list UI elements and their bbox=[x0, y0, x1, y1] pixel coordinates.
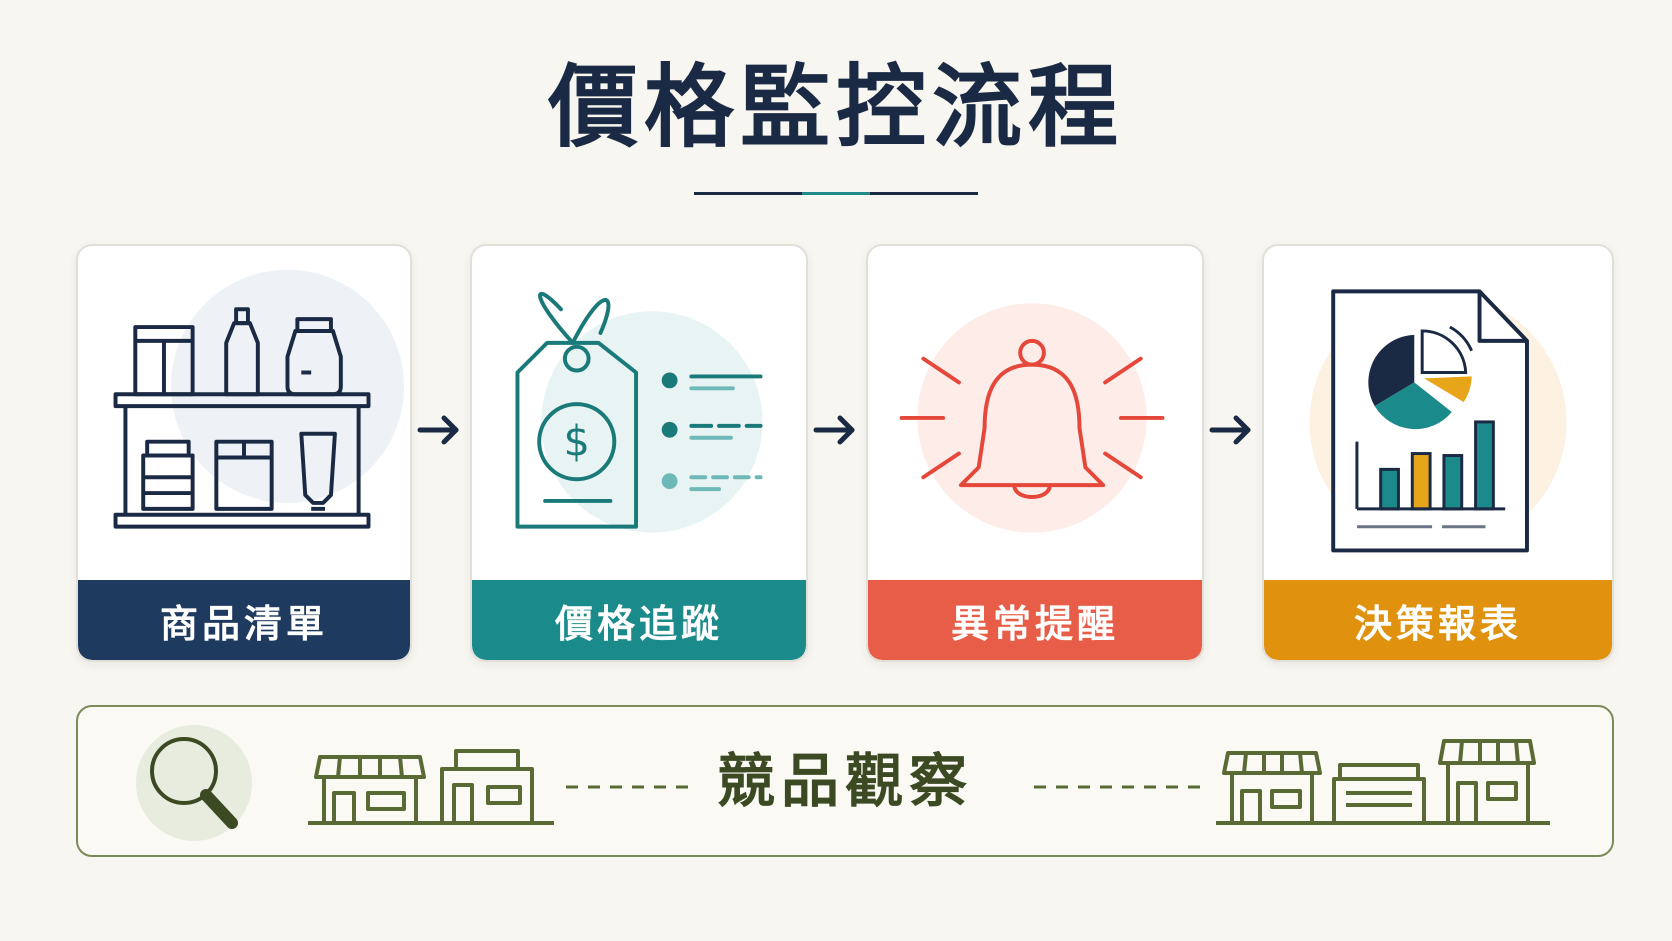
alarm-bell-icon bbox=[868, 246, 1202, 582]
magnifier-icon bbox=[136, 725, 252, 841]
competitor-panel: 競品觀察 bbox=[76, 705, 1614, 857]
shelf-products-icon bbox=[78, 246, 410, 582]
step-card-price-tracking: $ 價格追蹤 bbox=[470, 244, 808, 662]
svg-text:$: $ bbox=[564, 417, 590, 466]
page-title: 價格監控流程 bbox=[548, 54, 1124, 160]
report-chart-icon bbox=[1264, 246, 1612, 582]
arrow-right-icon bbox=[1206, 410, 1256, 450]
arrow-right-icon bbox=[810, 410, 860, 450]
step-label: 價格追蹤 bbox=[472, 580, 806, 660]
step-card-anomaly-alert: 異常提醒 bbox=[866, 244, 1204, 662]
step-label: 異常提醒 bbox=[868, 580, 1202, 660]
step-card-decision-report: 決策報表 bbox=[1262, 244, 1614, 662]
price-tag-dollar-icon: $ bbox=[472, 246, 806, 582]
step-label: 商品清單 bbox=[78, 580, 410, 660]
title-underline bbox=[694, 192, 978, 195]
step-card-product-list: 商品清單 bbox=[76, 244, 412, 662]
storefront-icon bbox=[136, 725, 1550, 841]
step-label: 決策報表 bbox=[1264, 580, 1612, 660]
arrow-right-icon bbox=[414, 410, 464, 450]
competitor-label: 競品觀察 bbox=[716, 747, 973, 815]
